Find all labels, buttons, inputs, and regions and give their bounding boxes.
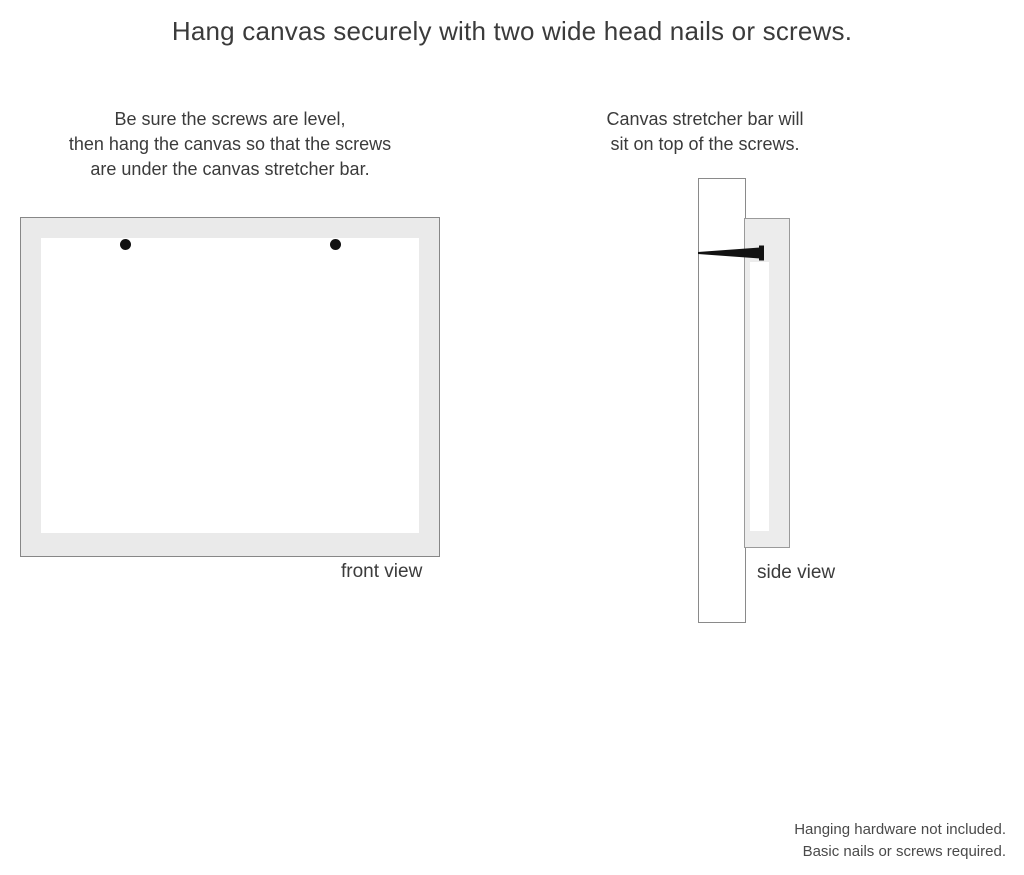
front-view-diagram	[20, 217, 440, 557]
front-view-caption: Be sure the screws are level, then hang …	[10, 107, 450, 182]
canvas-inner-panel-side	[750, 262, 769, 531]
side-view-label: side view	[757, 562, 836, 583]
footer-line-2: Basic nails or screws required.	[802, 843, 1006, 860]
footer-note: Hanging hardware not included. Basic nai…	[794, 819, 1006, 863]
front-caption-line-1: Be sure the screws are level,	[114, 109, 346, 129]
canvas-inner-panel-front	[41, 238, 419, 533]
front-caption-line-3: are under the canvas stretcher bar.	[90, 159, 370, 179]
side-view-diagram	[690, 170, 820, 640]
side-view-caption: Canvas stretcher bar will sit on top of …	[560, 107, 850, 157]
side-caption-line-2: sit on top of the screws.	[610, 134, 800, 154]
screw-head-left-icon	[120, 239, 131, 250]
page-title: Hang canvas securely with two wide head …	[171, 16, 853, 46]
screw-side-icon	[698, 242, 773, 264]
front-view-label: front view	[341, 561, 423, 582]
footer-line-1: Hanging hardware not included.	[794, 821, 1006, 838]
front-caption-line-2: then hang the canvas so that the screws	[68, 134, 392, 154]
screw-head-right-icon	[330, 239, 341, 250]
side-caption-line-1: Canvas stretcher bar will	[606, 109, 804, 129]
